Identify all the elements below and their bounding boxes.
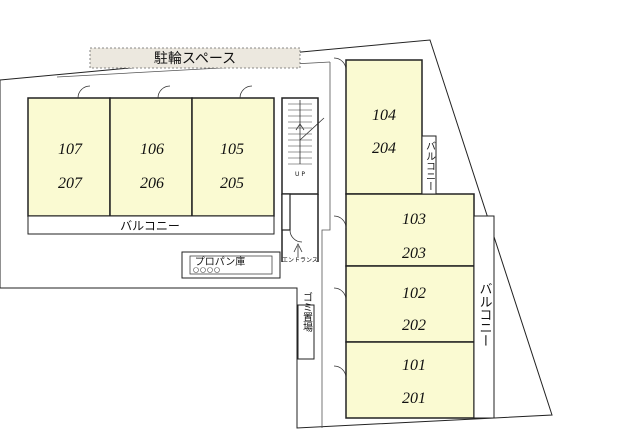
room-105-number: 105 [220, 141, 244, 158]
inner-wall-line [321, 62, 331, 428]
room-103-number: 103 [402, 211, 426, 228]
propane-storage-inner [189, 255, 273, 275]
room-101-number: 101 [402, 357, 426, 374]
propane-storage-label: プロパン庫 [195, 255, 246, 268]
room-106-number: 106 [140, 141, 164, 158]
room-104-block [345, 59, 423, 195]
room-107-number: 107 [58, 141, 83, 158]
room-106-block [109, 97, 193, 217]
door-arc [239, 85, 253, 99]
room-207-number: 207 [58, 175, 83, 192]
room-107-block [27, 97, 111, 217]
entrance-label: エントランス [282, 257, 318, 264]
balcony-west-label: バルコニー [120, 219, 180, 233]
door-arc [77, 85, 91, 99]
stairwell [281, 97, 325, 195]
west-wing [27, 85, 275, 235]
room-102-number: 102 [402, 285, 426, 302]
room-205-number: 205 [220, 175, 244, 192]
door-arc [333, 365, 347, 379]
stair-direction-line [299, 117, 325, 141]
propane-tanks-icon [193, 267, 220, 273]
room-103-block [345, 193, 475, 267]
door-arc [333, 215, 347, 229]
garbage-area [297, 304, 315, 360]
east-wing [333, 57, 495, 419]
room-206-number: 206 [140, 175, 164, 192]
bicycle-parking-area [89, 47, 301, 69]
entrance-door-arc [289, 229, 303, 243]
room-104-number: 104 [372, 107, 396, 124]
door-arc [333, 57, 347, 71]
room-203-number: 203 [402, 245, 426, 262]
entrance-shaft [281, 193, 319, 262]
garbage-label: ゴミ置場 [301, 291, 313, 333]
room-202-number: 202 [402, 317, 426, 334]
balcony-east-lower-label: バルコニー [477, 282, 493, 347]
entrance-arrow-icon [293, 243, 303, 253]
balcony-east-lower [473, 215, 495, 419]
room-201-number: 201 [402, 390, 426, 407]
stair-arrow-icon [295, 123, 305, 131]
stairs-up-label: U P [295, 171, 305, 178]
balcony-east-upper [421, 135, 437, 195]
door-arc [333, 287, 347, 301]
bicycle-parking-label: 駐輪スペース [154, 50, 236, 67]
room-204-number: 204 [372, 140, 396, 157]
door-arc [157, 85, 171, 99]
room-102-block [345, 265, 475, 343]
site-boundary [0, 39, 553, 429]
room-105-block [191, 97, 275, 217]
balcony-east-upper-label: バルコニー [424, 141, 436, 191]
room-101-block [345, 341, 475, 419]
balcony-west [27, 215, 275, 235]
